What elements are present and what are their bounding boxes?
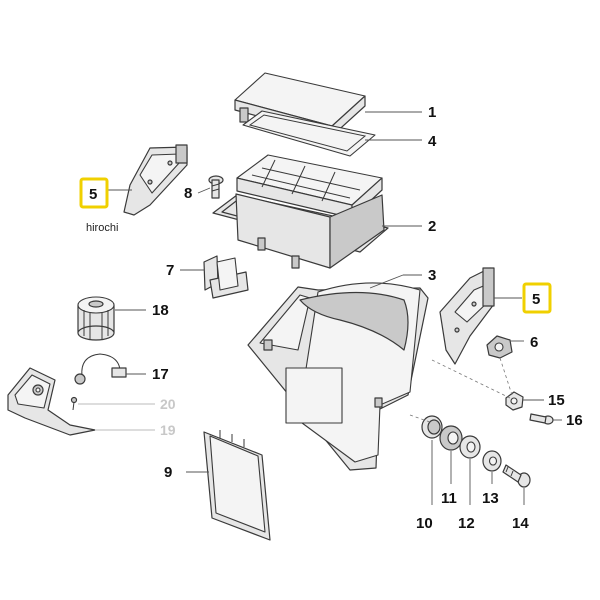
callout-9: 9 [164,464,172,481]
callout-7: 7 [166,262,174,279]
callout-19: 19 [160,422,176,438]
callout-15: 15 [548,392,565,409]
callout-4: 4 [428,133,437,150]
part-washer-13 [482,450,502,472]
callout-16: 16 [566,412,583,429]
part-washer-12 [459,435,481,459]
part-nut-6 [486,335,513,359]
callout-8: 8 [184,185,192,202]
callout-20: 20 [160,396,176,412]
callout-18: 18 [152,302,169,319]
part-fastener-15 [505,391,524,411]
highlight-box-5-right [522,282,552,314]
part-screw-20 [70,396,78,411]
part-tray [212,154,389,269]
callout-5-right: 5 [532,291,540,308]
part-bushing-11 [439,425,463,451]
part-screw-8 [208,175,224,199]
callout-1: 1 [428,104,436,121]
callout-17: 17 [152,366,169,383]
leader-lines [78,111,562,505]
part-screw-16 [529,413,554,425]
callout-11: 11 [441,490,457,507]
part-knob-18 [77,296,115,341]
callout-3: 3 [428,267,436,284]
callout-2: 2 [428,218,436,235]
part-housing [247,282,429,471]
part-grommet-10 [421,415,443,439]
watermark: hirochi [86,222,118,234]
callout-14: 14 [512,515,529,532]
callout-labels: 1 4 2 3 5 8 7 5 6 15 16 18 17 20 19 9 11… [89,104,583,532]
part-clamp-17 [74,353,127,385]
callout-6: 6 [530,334,538,351]
part-bracket-left [123,144,188,216]
part-cover-plate-9 [203,430,271,541]
callout-12: 12 [458,515,475,532]
part-base-bracket-19 [7,367,96,436]
callout-5-left: 5 [89,186,97,203]
highlight-box-5-left [79,177,109,209]
part-clip [203,255,249,299]
part-bracket-right [439,267,495,365]
callout-10: 10 [416,515,433,532]
part-bolt-14 [502,464,531,488]
part-seal [242,110,376,157]
callout-13: 13 [482,490,499,507]
